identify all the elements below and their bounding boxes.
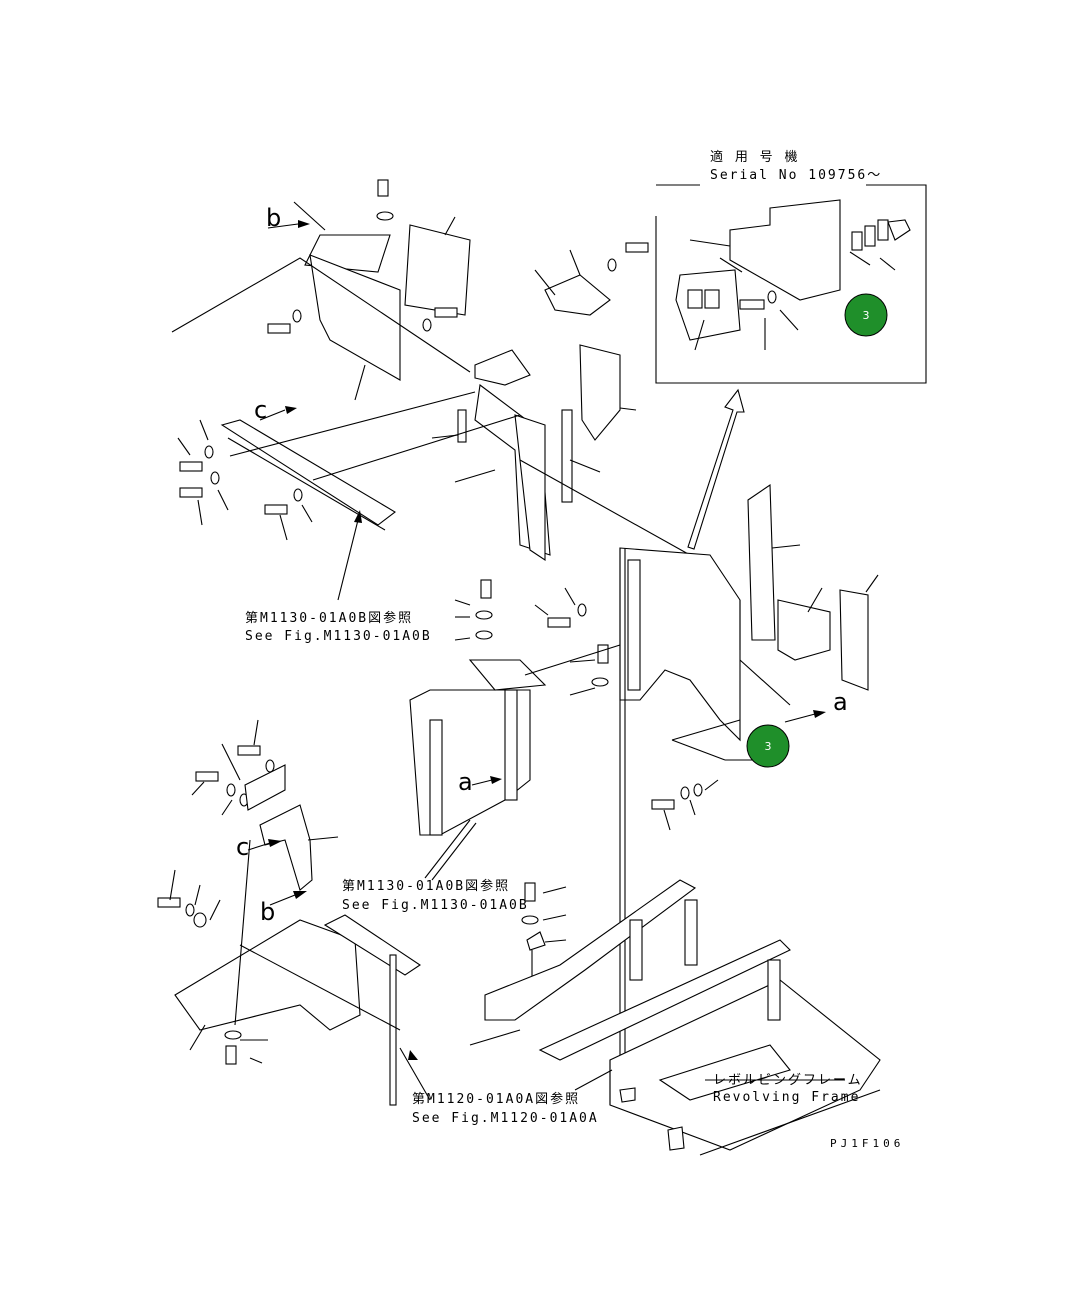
lower-left-assembly xyxy=(157,719,431,1106)
ref-2-en: See Fig.M1130-01A0B xyxy=(342,898,529,913)
upper-assembly xyxy=(171,179,691,601)
arrow-a-frame xyxy=(490,776,502,784)
letter-c-lower: c xyxy=(236,833,249,861)
arrow-b-upper xyxy=(298,220,310,228)
ref-1-ja: 第M1130-01A0B図参照 xyxy=(245,610,413,626)
callout-label-inset: 3 xyxy=(863,309,870,322)
letter-b-lower: b xyxy=(260,898,275,926)
inset-serial-label: Serial No 109756～ xyxy=(710,168,882,183)
ref-arrow-3 xyxy=(408,1050,418,1060)
callout-hotspot-inset[interactable]: 3 xyxy=(844,293,888,337)
ref-3-en: See Fig.M1120-01A0A xyxy=(412,1111,599,1126)
arrow-a-right xyxy=(813,710,826,718)
ref-1-en: See Fig.M1130-01A0B xyxy=(245,629,432,644)
inset-box: 適 用 号 機 Serial No 109756～ xyxy=(655,149,927,384)
drawing-code: PJ1F106 xyxy=(830,1137,904,1150)
frame-label-en: Revolving Frame xyxy=(713,1090,860,1105)
letter-b-upper: b xyxy=(266,204,281,232)
frame-label-ja: レボルビングフレーム xyxy=(713,1073,863,1088)
arrow-c-lower xyxy=(268,839,282,847)
ref-3-ja: 第M1120-01A0A図参照 xyxy=(412,1091,580,1107)
ref-arrow-1 xyxy=(354,510,362,523)
letter-c-upper: c xyxy=(254,396,267,424)
revolving-frame xyxy=(469,879,881,1156)
inset-applicable-label: 適 用 号 機 xyxy=(710,149,799,165)
inset-bracket xyxy=(675,199,911,351)
arrow-b-lower xyxy=(293,891,307,899)
ref-2-ja: 第M1130-01A0B図参照 xyxy=(342,878,510,894)
arrow-c-upper xyxy=(285,406,297,414)
middle-assembly xyxy=(409,483,879,1095)
inset-pointer-arrow xyxy=(687,388,745,550)
callout-label-main: 3 xyxy=(765,740,772,753)
letter-a-right: a xyxy=(833,688,848,716)
letter-a-frame: a xyxy=(458,768,473,796)
callout-hotspot-main[interactable]: 3 xyxy=(746,724,790,768)
